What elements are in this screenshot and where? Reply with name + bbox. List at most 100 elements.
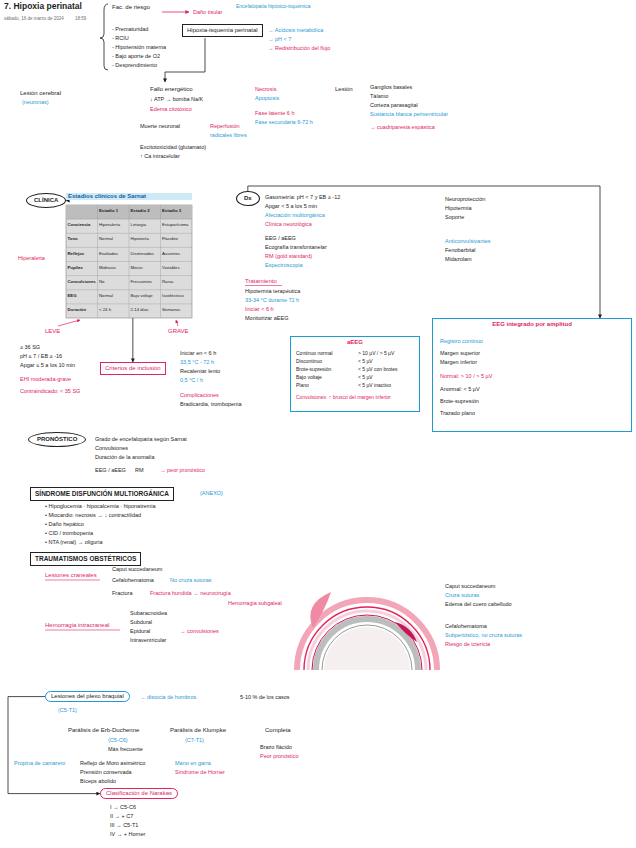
node-text: Clasificación de Narakas [106, 790, 172, 797]
note-text: Reperfusión [210, 123, 240, 129]
note-text: < 5 µV [358, 359, 373, 365]
note-text: → Redistribución del flujo [268, 45, 330, 51]
note-text: Trazado plano [440, 410, 475, 416]
note-text: Iniciar en < 6 h [180, 350, 216, 356]
note-text: < 5 µV inactivo [358, 383, 391, 389]
underline [45, 630, 120, 631]
node-text: aEEG [293, 339, 417, 346]
note-text: Monitorizar aEEG [245, 315, 288, 321]
note-text: Contraindicado: < 35 SG [20, 388, 80, 394]
note-text: pH ≤ 7 / EB ≥ -16 [20, 353, 62, 359]
topic-box: Clasificación de Narakas [100, 788, 178, 799]
note-text: Parálisis de Erb-Duchenne [68, 727, 139, 734]
note-text: Normal [99, 237, 113, 242]
note-text: Disminuidos [131, 252, 154, 257]
note-text: Discontinuo [296, 359, 322, 365]
note-text: Plano [296, 383, 309, 389]
node-text: Criterios de inclusión [105, 365, 161, 372]
note-text: Apgar ≤ 5 a los 10 min [20, 362, 75, 368]
note-text: → convulsiones [180, 628, 219, 634]
note-text: Hiperalerta [99, 223, 120, 228]
note-text: Convulsiones [95, 445, 128, 451]
note-text: No cruza suturas [170, 577, 212, 583]
note-text: sábado, 16 de marzo de 2024 [4, 16, 64, 21]
note-text: Espectroscopia [265, 262, 303, 268]
note-text: Conciencia [68, 223, 91, 228]
note-text: (C5-T1) [58, 707, 77, 713]
caput-swelling [310, 592, 331, 628]
note-text: Anormal: < 5 µV [440, 386, 480, 392]
note-text: Fractura hundida → neurocirugía [150, 590, 231, 596]
note-text: Tratamiento [245, 278, 277, 285]
note-text: Riesgo de ictericia [445, 641, 490, 647]
note-text: Semanas [162, 308, 180, 313]
note-text: Necrosis [255, 86, 276, 92]
note-text: Raras [162, 280, 173, 285]
note-text: Fractura [112, 590, 132, 596]
grid-line [66, 275, 192, 276]
note-text: - Hipotensión materna [112, 44, 166, 50]
note-text: Hemorragia subgaleal [228, 600, 282, 606]
note-text: Tono [68, 237, 78, 242]
note-text: Reflejo de Moro asimétrico [80, 760, 145, 766]
note-text: → distocia de hombros [140, 694, 196, 700]
note-text: Letargia [131, 223, 147, 228]
note-text: Peor pronóstico [260, 753, 299, 759]
note-text: Margen inferior [440, 359, 477, 365]
note-text: → peor pronóstico [160, 467, 205, 473]
criteria-box: Criterios de inclusión [100, 362, 166, 375]
note-text: Fase secundaria 6-72 h [255, 119, 313, 125]
pointer-line [176, 320, 178, 326]
section-circle: PRONÓSTICO [28, 432, 86, 447]
note-text: Variables [162, 266, 180, 271]
section-box: SÍNDROME DISFUNCIÓN MULTIORGÁNICA [30, 487, 174, 501]
note-text: radicales libres [210, 132, 247, 138]
note-text: Bradicardia, trombopenia [180, 401, 241, 407]
note-text: LEVE [45, 328, 60, 335]
note-text: - RCIU [112, 35, 129, 41]
note-text: Hipotermia [445, 205, 472, 211]
note-text: 0,5 °C / h [180, 377, 203, 383]
note-text: 18:59 [75, 16, 86, 21]
note-text: Corteza parasagital [370, 102, 418, 108]
note-text: Mano en garra [175, 760, 211, 766]
node-text: Lesiones del plexo braquial [51, 693, 124, 700]
note-text: Midazolam [445, 256, 472, 262]
note-text: IV → + Horner [110, 831, 145, 837]
note-text: Intraventricular [130, 637, 166, 643]
note-text: Ausentes [162, 252, 180, 257]
note-text: (ANEXO) [200, 490, 223, 496]
note-text: GRAVE [168, 328, 189, 335]
note-text: Pupilas [68, 266, 83, 271]
note-text: Gasometría: pH < 7 y EB ≥ -12 [265, 194, 340, 200]
note-text: Fase latente 6 h [255, 110, 294, 116]
subgaleal-space [308, 611, 426, 670]
note-text: Edema citotóxico [150, 106, 192, 112]
note-text: Completa [265, 727, 291, 734]
note-text: Clínica neurológica [265, 221, 312, 227]
note-text: • CID / trombopenia [45, 530, 93, 536]
table-grid [66, 205, 192, 318]
connector-arrow [248, 186, 600, 318]
note-text: • Daño hepático [45, 521, 84, 527]
node-text: Hipoxia-isquemia perinatal [187, 27, 258, 34]
note-text: Midriasis [99, 266, 116, 271]
note-text: Daño tisular [193, 9, 222, 15]
note-text: < 5 µV con brotes [358, 367, 397, 373]
note-text: Lesión cerebral [20, 90, 61, 97]
note-text: 33-34 °C durante 72 h [245, 297, 299, 303]
note-text: < 24 h [99, 308, 111, 313]
periosteum [312, 615, 422, 670]
note-text: Caput succedaneum [445, 583, 495, 589]
note-text: Continuo normal [296, 351, 333, 357]
note-text: EEG [68, 294, 77, 299]
note-text: Reflejos [68, 252, 85, 257]
note-text: Cefalohematoma [445, 623, 487, 629]
note-text: Exaltados [99, 252, 118, 257]
note-text: Neuroprotección [445, 196, 485, 202]
note-text: Edema del cuero cabelludo [445, 601, 512, 607]
note-text: → Acidosis metabólica [268, 27, 323, 33]
note-text: Fallo energético [150, 86, 193, 93]
note-text: II → + C7 [110, 813, 133, 819]
note-text: Excitotoxicidad (glutamato) [140, 144, 206, 150]
